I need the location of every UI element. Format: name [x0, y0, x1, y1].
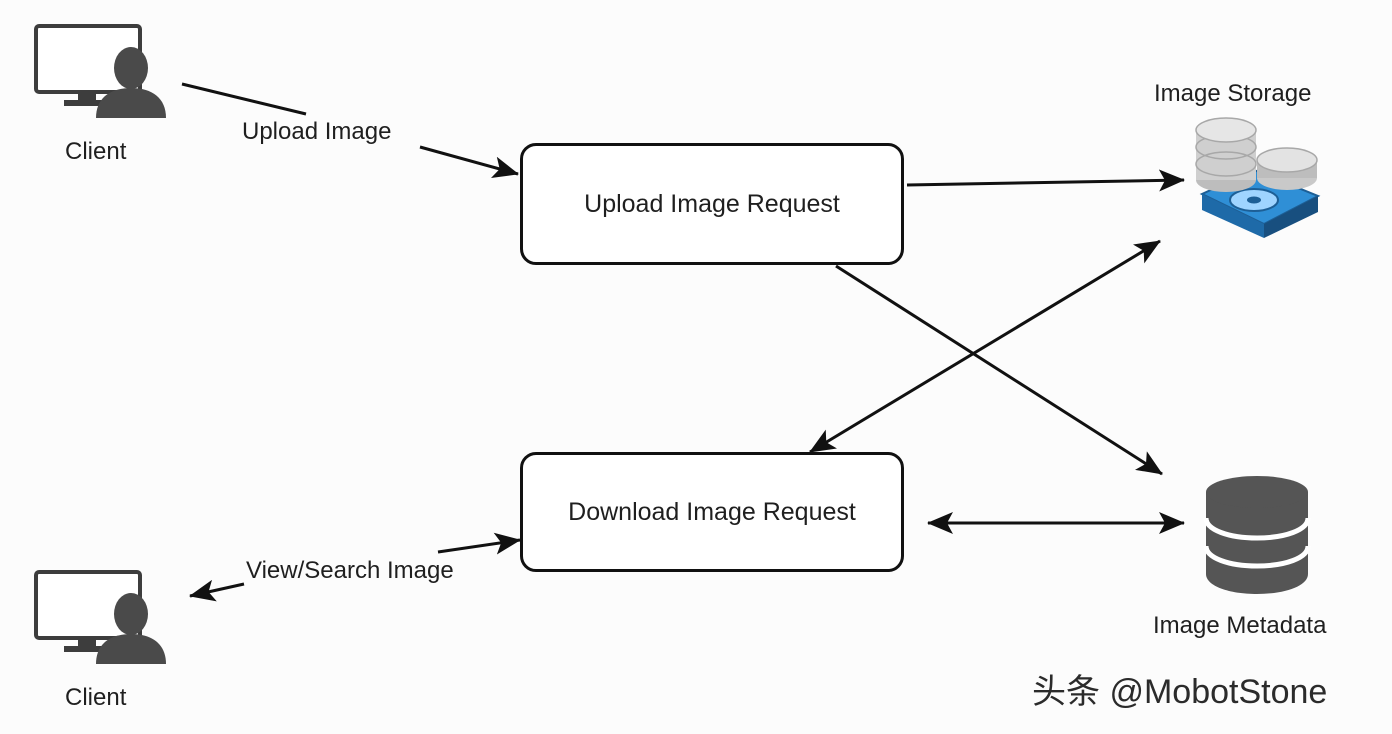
upload-image-request-node: Upload Image Request — [520, 143, 904, 265]
edge-storage-to-download — [809, 239, 1161, 454]
storage-disks-icon — [1195, 117, 1321, 238]
watermark-text: 头条 @MobotStone — [1032, 673, 1328, 711]
upload-image-edge-label: Upload Image — [242, 118, 392, 145]
client-bottom-label: Client — [65, 684, 127, 711]
image-metadata-label: Image Metadata — [1153, 612, 1327, 639]
client-computer-user-icon — [34, 570, 166, 664]
edge-client-to-upload-seg2 — [419, 145, 519, 178]
edge-view-seg2 — [189, 579, 245, 602]
client-top-label: Client — [65, 138, 127, 165]
upload-image-request-label: Upload Image Request — [584, 189, 840, 218]
edge-view-seg1 — [437, 532, 521, 555]
download-image-request-label: Download Image Request — [568, 497, 856, 526]
edge-client-to-upload-seg1 — [181, 82, 307, 116]
client-computer-user-icon — [34, 24, 166, 118]
database-cylinder-icon — [1203, 476, 1311, 594]
view-search-image-edge-label: View/Search Image — [246, 557, 454, 584]
image-storage-label: Image Storage — [1154, 80, 1312, 107]
edge-upload-to-storage — [906, 169, 1185, 192]
download-image-request-node: Download Image Request — [520, 452, 904, 572]
edge-upload-to-metadata — [835, 264, 1163, 476]
